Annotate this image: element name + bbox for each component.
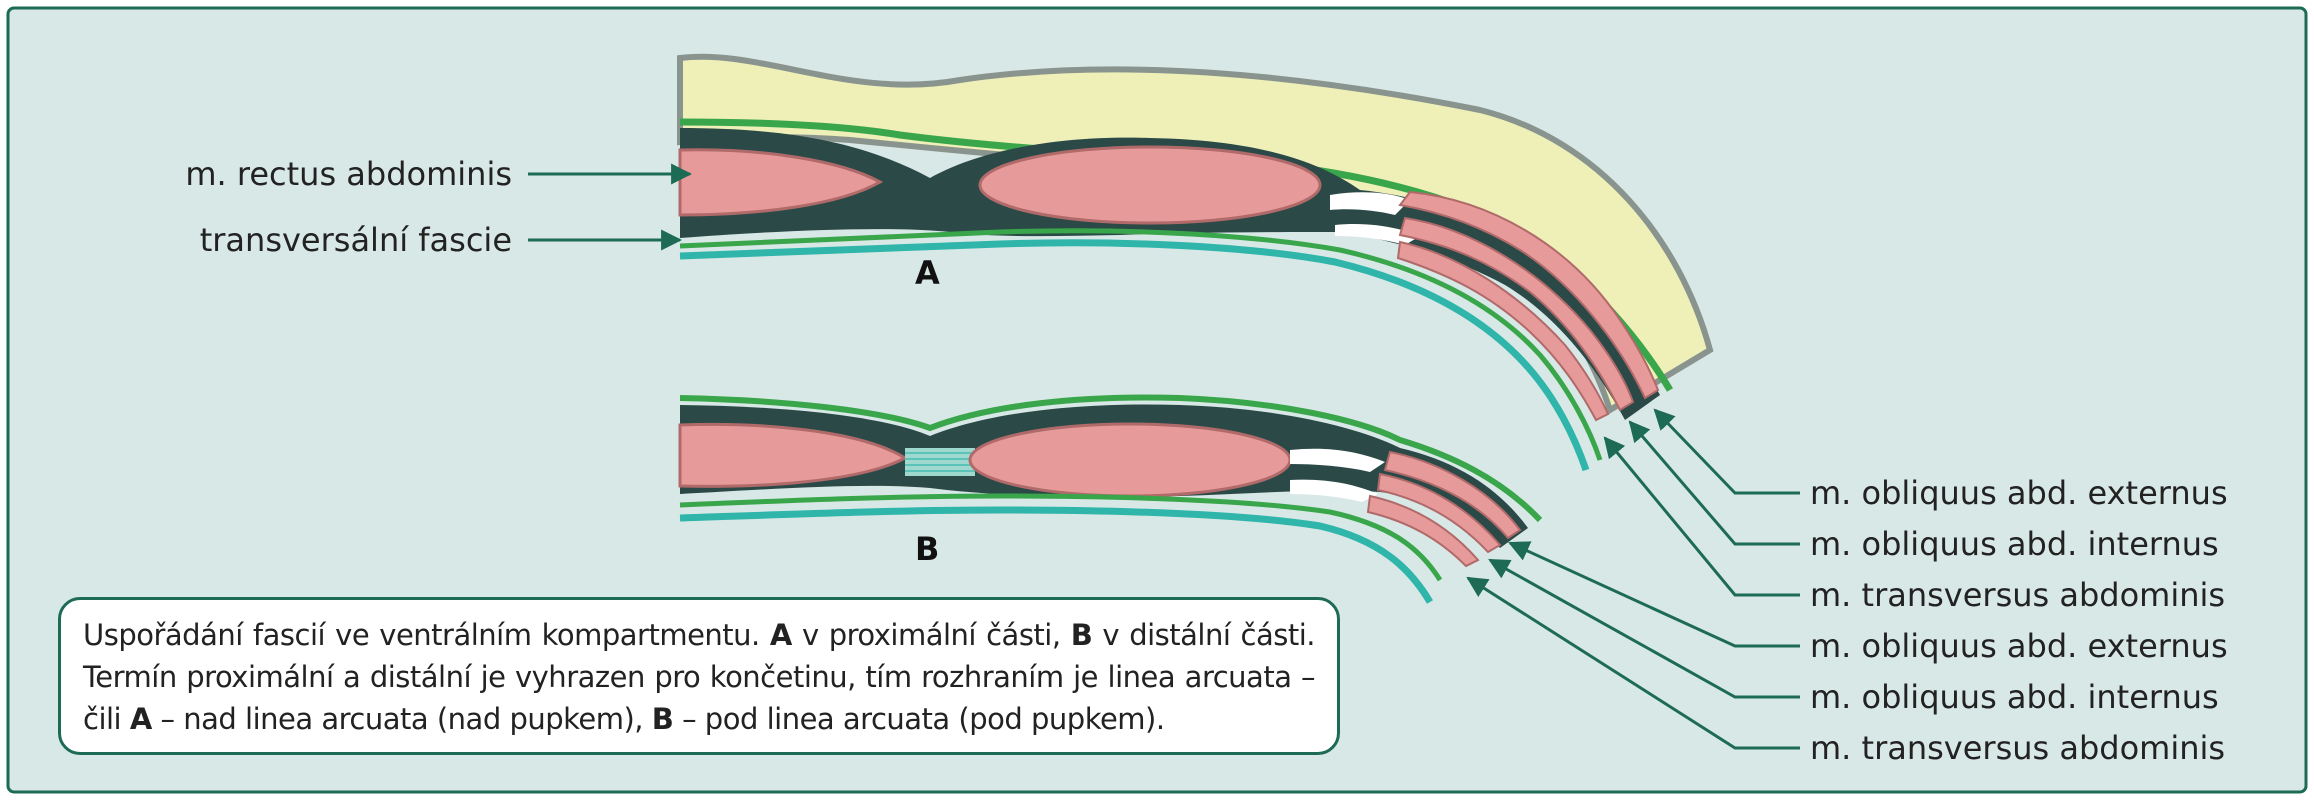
section-b-lateral-muscle-1 xyxy=(1383,450,1522,540)
leader-a-internus xyxy=(1628,420,1800,546)
leader-a-externus xyxy=(1653,408,1800,495)
section-b-rectus-left xyxy=(678,422,909,488)
section-a-rectus-right xyxy=(978,145,1322,225)
section-a-peritoneum xyxy=(679,239,1590,472)
section-a-aponeurosis xyxy=(1330,192,1420,245)
caption-part: Uspořádání fascií ve ventrálním kompartm… xyxy=(83,618,770,652)
caption-box: Uspořádání fascií ve ventrálním kompartm… xyxy=(58,597,1340,755)
label-b-obliquus-externus: m. obliquus abd. externus xyxy=(1810,627,2228,665)
section-a-rectus-left xyxy=(678,148,884,217)
caption-bold: A xyxy=(769,618,792,652)
leader-b-externus xyxy=(1508,541,1800,648)
section-b-letter: B xyxy=(915,530,939,568)
section-a-lateral-muscle-3 xyxy=(1396,240,1610,422)
leader-b-transversus xyxy=(1466,576,1800,750)
caption-bold: B xyxy=(1070,618,1093,652)
caption-part: – pod linea arcuata (pod pupkem). xyxy=(673,702,1165,736)
caption-part: v distální části. Termín proximální a di… xyxy=(83,618,1316,736)
section-b-lateral-muscle-2 xyxy=(1376,472,1502,554)
caption-bold: A xyxy=(129,702,152,736)
label-a-obliquus-internus: m. obliquus abd. internus xyxy=(1810,525,2219,563)
section-b-outer-fascia xyxy=(679,394,1543,523)
section-a-skin-layer xyxy=(677,53,1714,415)
section-b-transversalis-fascia xyxy=(679,493,1443,582)
label-transversalis-fascia: transversální fascie xyxy=(200,221,512,259)
label-b-transversus: m. transversus abdominis xyxy=(1810,729,2225,767)
section-a-lateral-muscle-2 xyxy=(1398,216,1635,412)
caption-text: Uspořádání fascií ve ventrálním kompartm… xyxy=(83,618,1316,736)
label-a-obliquus-externus: m. obliquus abd. externus xyxy=(1810,474,2228,512)
section-a-transversalis-fascia xyxy=(679,228,1603,461)
section-b-linea-alba xyxy=(905,448,975,476)
caption-bold: B xyxy=(651,702,674,736)
leader-a-transversus xyxy=(1603,436,1800,597)
label-a-transversus: m. transversus abdominis xyxy=(1810,576,2225,614)
section-b-rectus-right xyxy=(968,422,1292,498)
section-a-letter: A xyxy=(915,254,940,292)
section-b xyxy=(678,394,1543,604)
section-b-aponeurosis xyxy=(1290,448,1385,502)
label-b-obliquus-internus: m. obliquus abd. internus xyxy=(1810,678,2219,716)
section-a-lateral-muscle-1 xyxy=(1398,190,1660,400)
section-b-peritoneum xyxy=(679,506,1434,604)
leader-b-internus xyxy=(1488,558,1800,699)
caption-part: v proximální části, xyxy=(791,618,1071,652)
section-b-lateral-muscle-3 xyxy=(1366,494,1480,568)
label-rectus-abdominis: m. rectus abdominis xyxy=(185,155,512,193)
caption-part: – nad linea arcuata (nad pupkem), xyxy=(151,702,652,736)
section-a xyxy=(677,53,1714,472)
